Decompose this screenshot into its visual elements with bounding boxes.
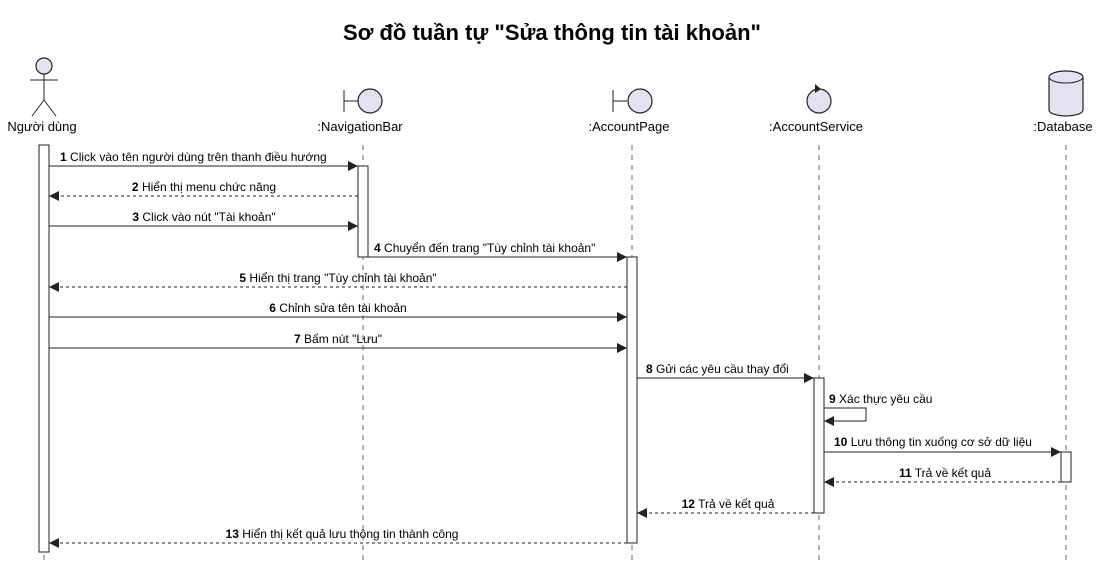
- participant-labels: Người dùng :NavigationBar :AccountPage :…: [7, 119, 1092, 134]
- actor-icon: [30, 57, 58, 117]
- message-label: 5 Hiển thị trang "Tùy chỉnh tài khoản": [239, 271, 436, 285]
- message-label: 4 Chuyển đến trang "Tùy chỉnh tài khoản": [374, 241, 595, 255]
- participant-label: :AccountService: [769, 119, 863, 134]
- activation-page: [626, 256, 638, 544]
- boundary-icon: [612, 88, 653, 114]
- diagram-title: Sơ đồ tuần tự "Sửa thông tin tài khoản": [343, 20, 761, 45]
- control-icon: [806, 84, 832, 114]
- database-icon: [1048, 70, 1084, 117]
- participant-label: Người dùng: [7, 119, 76, 134]
- message-label: 12 Trả về kết quả: [682, 497, 775, 511]
- participant-label: :Database: [1033, 119, 1092, 134]
- activation-user: [38, 144, 50, 553]
- message-label: 13 Hiển thị kết quả lưu thông tin thành …: [226, 527, 459, 541]
- message-label: 3 Click vào nút "Tài khoản": [132, 210, 275, 224]
- message-label: 6 Chỉnh sửa tên tài khoản: [269, 301, 406, 315]
- participant-label: :NavigationBar: [317, 119, 403, 134]
- message-label: 8 Gửi các yêu cầu thay đổi: [646, 362, 789, 376]
- activation-svc: [813, 377, 825, 514]
- message-label: 10 Lưu thông tin xuống cơ sở dữ liệu: [834, 435, 1032, 449]
- activation-db: [1060, 451, 1072, 483]
- message-arrow: [824, 407, 867, 426]
- message-labels: 1 Click vào tên người dùng trên thanh đi…: [60, 150, 1032, 541]
- message-arrows: [49, 161, 1061, 548]
- participant-label: :AccountPage: [589, 119, 670, 134]
- message-label: 11 Trả về kết quả: [899, 466, 991, 480]
- message-label: 2 Hiển thị menu chức năng: [132, 180, 276, 194]
- lifelines: [43, 145, 1067, 560]
- message-label: 9 Xác thực yêu cầu: [829, 392, 932, 406]
- boundary-icon: [343, 88, 383, 114]
- activation-nav: [357, 165, 369, 258]
- message-label: 1 Click vào tên người dùng trên thanh đi…: [60, 150, 327, 164]
- message-label: 7 Bấm nút "Lưu": [294, 332, 382, 346]
